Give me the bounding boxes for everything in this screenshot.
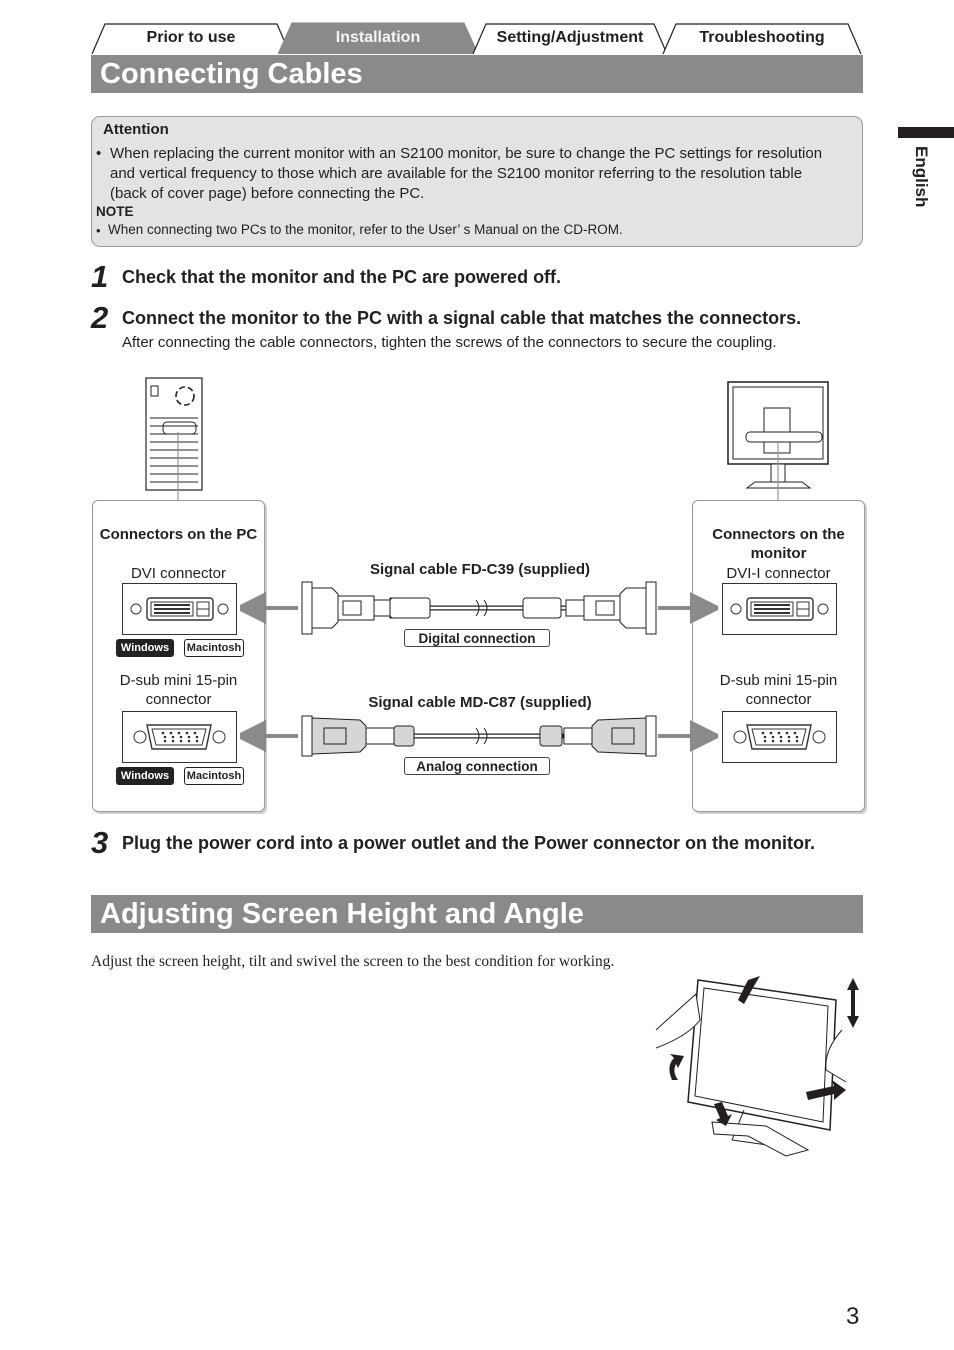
side-tab-marker: [898, 127, 954, 138]
macintosh-badge: Macintosh: [184, 639, 244, 657]
monitor-dsub-connector: [722, 711, 837, 763]
tab-setting-adjustment[interactable]: Setting/Adjustment: [472, 22, 668, 54]
side-language-label: English: [912, 146, 931, 208]
tab-label: Prior to use: [146, 29, 236, 46]
monitor-illustration: [727, 381, 829, 502]
tab-shape: [662, 23, 862, 54]
analog-connection-label: Analog connection: [404, 757, 550, 775]
analog-cable-illustration: [240, 715, 718, 757]
pc-dvi-label: DVI connector: [130, 565, 227, 582]
monitor-panel-title: Connectors on the monitor: [712, 526, 845, 562]
tab-installation[interactable]: Installation: [278, 22, 478, 54]
monitor-adjust-illustration: [655, 976, 859, 1157]
dsub-port-icon: [133, 724, 226, 750]
step-3-text: Plug the power cord into a power outlet …: [122, 833, 816, 853]
pc-connectors-panel: Connectors on the PC DVI connector Windo…: [92, 500, 265, 812]
tab-troubleshooting[interactable]: Troubleshooting: [662, 22, 862, 54]
digital-cable-illustration: [240, 581, 718, 635]
monitor-connectors-panel: Connectors on the monitor DVI-I connecto…: [692, 500, 865, 812]
tab-label: Installation: [335, 29, 421, 46]
tab-shape: [472, 23, 668, 54]
note-text: When connecting two PCs to the monitor, …: [108, 222, 623, 237]
pc-dvi-connector: [122, 583, 237, 635]
attention-box: Attention • When replacing the current m…: [91, 116, 863, 247]
windows-badge: Windows: [116, 767, 174, 785]
bullet-icon: •: [96, 145, 102, 162]
monitor-dsub-label: D-sub mini 15-pin connector: [719, 672, 838, 708]
dvi-port-icon: [730, 597, 829, 621]
step-1-number: 1: [91, 259, 109, 294]
tab-shape-active: [278, 22, 478, 54]
pc-panel-title: Connectors on the PC: [99, 526, 258, 543]
tab-label: Troubleshooting: [699, 29, 825, 46]
pc-dsub-connector: [122, 711, 237, 763]
digital-cable-caption: Signal cable FD-C39 (supplied): [369, 561, 591, 578]
attention-heading: Attention: [103, 121, 169, 138]
tab-prior-to-use[interactable]: Prior to use: [91, 22, 291, 54]
adjusting-body: Adjust the screen height, tilt and swive…: [91, 953, 615, 970]
bullet-icon: •: [96, 223, 101, 238]
step-2-detail: After connecting the cable connectors, t…: [122, 334, 777, 351]
pc-dsub-label: D-sub mini 15-pin connector: [119, 672, 238, 708]
page-number: 3: [846, 1303, 860, 1330]
step-2-number: 2: [91, 300, 109, 335]
digital-connection-label: Digital connection: [404, 629, 550, 647]
attention-text: When replacing the current monitor with …: [110, 145, 823, 202]
dvi-port-icon: [130, 597, 229, 621]
step-1-text: Check that the monitor and the PC are po…: [122, 267, 562, 287]
section-title-connecting-cables: Connecting Cables: [91, 55, 863, 93]
analog-cable-caption: Signal cable MD-C87 (supplied): [368, 694, 592, 711]
pc-tower-illustration: [145, 377, 203, 502]
monitor-dvi-connector: [722, 583, 837, 635]
tab-shape: [91, 23, 291, 54]
tab-label: Setting/Adjustment: [496, 29, 644, 46]
step-2-text: Connect the monitor to the PC with a sig…: [122, 308, 802, 328]
step-3-number: 3: [91, 825, 109, 860]
macintosh-badge: Macintosh: [184, 767, 244, 785]
dsub-port-icon: [733, 724, 826, 750]
windows-badge: Windows: [116, 639, 174, 657]
section-title-adjusting: Adjusting Screen Height and Angle: [91, 895, 863, 933]
note-heading: NOTE: [96, 204, 134, 219]
monitor-dvi-label: DVI-I connector: [726, 565, 831, 582]
